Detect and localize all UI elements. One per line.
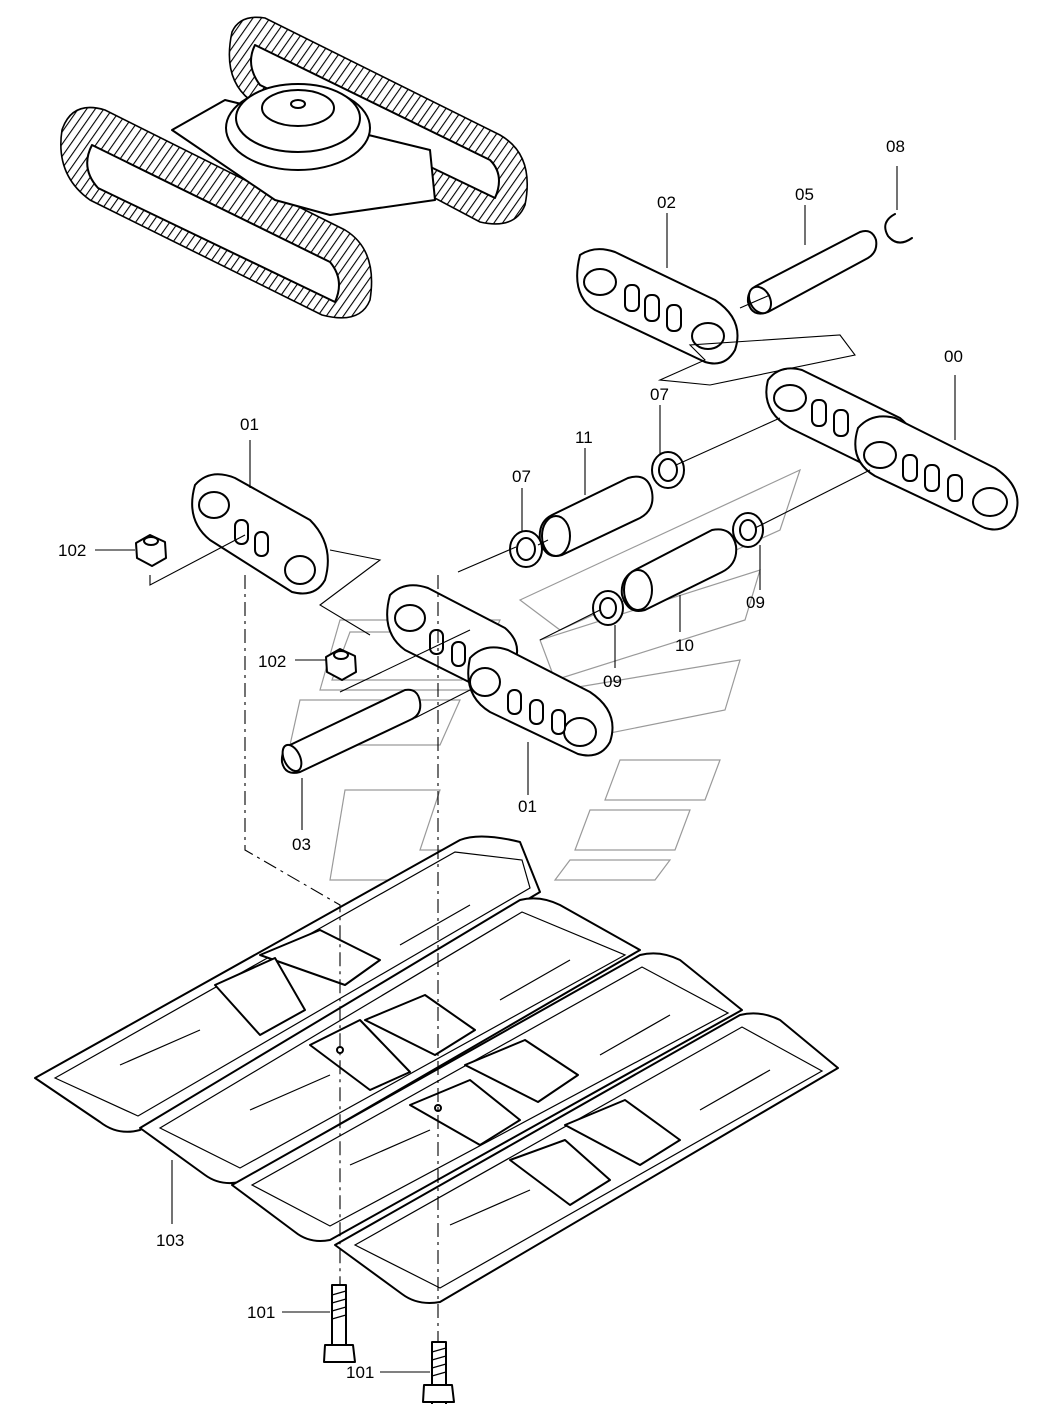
track-link-00 [765,367,1019,531]
track-link-02 [576,248,739,365]
callout-01-center: 01 [518,797,537,816]
master-pin-05 [746,230,878,315]
snap-ring-08 [884,213,913,244]
callout-10: 10 [675,636,694,655]
seal-07-lower [509,530,543,568]
callout-03: 03 [292,835,311,854]
bushing-10 [620,528,738,612]
seal-09-upper [732,512,764,548]
leader-lines [95,166,956,1373]
callout-101-upper: 101 [247,1303,275,1322]
callout-09-right: 09 [746,593,765,612]
callout-102-lower: 102 [258,652,286,671]
callout-00: 00 [944,347,963,366]
callout-07-upper: 07 [650,385,669,404]
callout-11: 11 [575,428,593,447]
callout-08: 08 [886,137,905,156]
bolt-101-right [422,1341,455,1404]
track-link-01-center [386,584,614,757]
callout-02: 02 [657,193,676,212]
assembly-lines [149,294,871,1342]
nut-102-upper [135,534,167,567]
undercarriage-overview [60,16,528,319]
callout-01-left: 01 [240,415,259,434]
callout-labels: 08 02 05 00 07 01 11 07 102 09 10 102 09… [58,137,963,1382]
seal-07-upper [651,451,685,489]
callout-103: 103 [156,1231,184,1250]
track-pin-03 [280,688,422,774]
track-link-01-left [191,473,329,595]
callout-05: 05 [795,185,814,204]
callout-101-lower: 101 [346,1363,374,1382]
callout-102-upper: 102 [58,541,86,560]
nut-102-lower [325,648,357,681]
callout-09-lower: 09 [603,672,622,691]
bushing-11 [538,475,654,557]
bolt-101-left [323,1284,356,1363]
seal-09-lower [592,590,624,626]
callout-07-lower: 07 [512,467,531,486]
track-shoes-103 [34,835,839,1304]
